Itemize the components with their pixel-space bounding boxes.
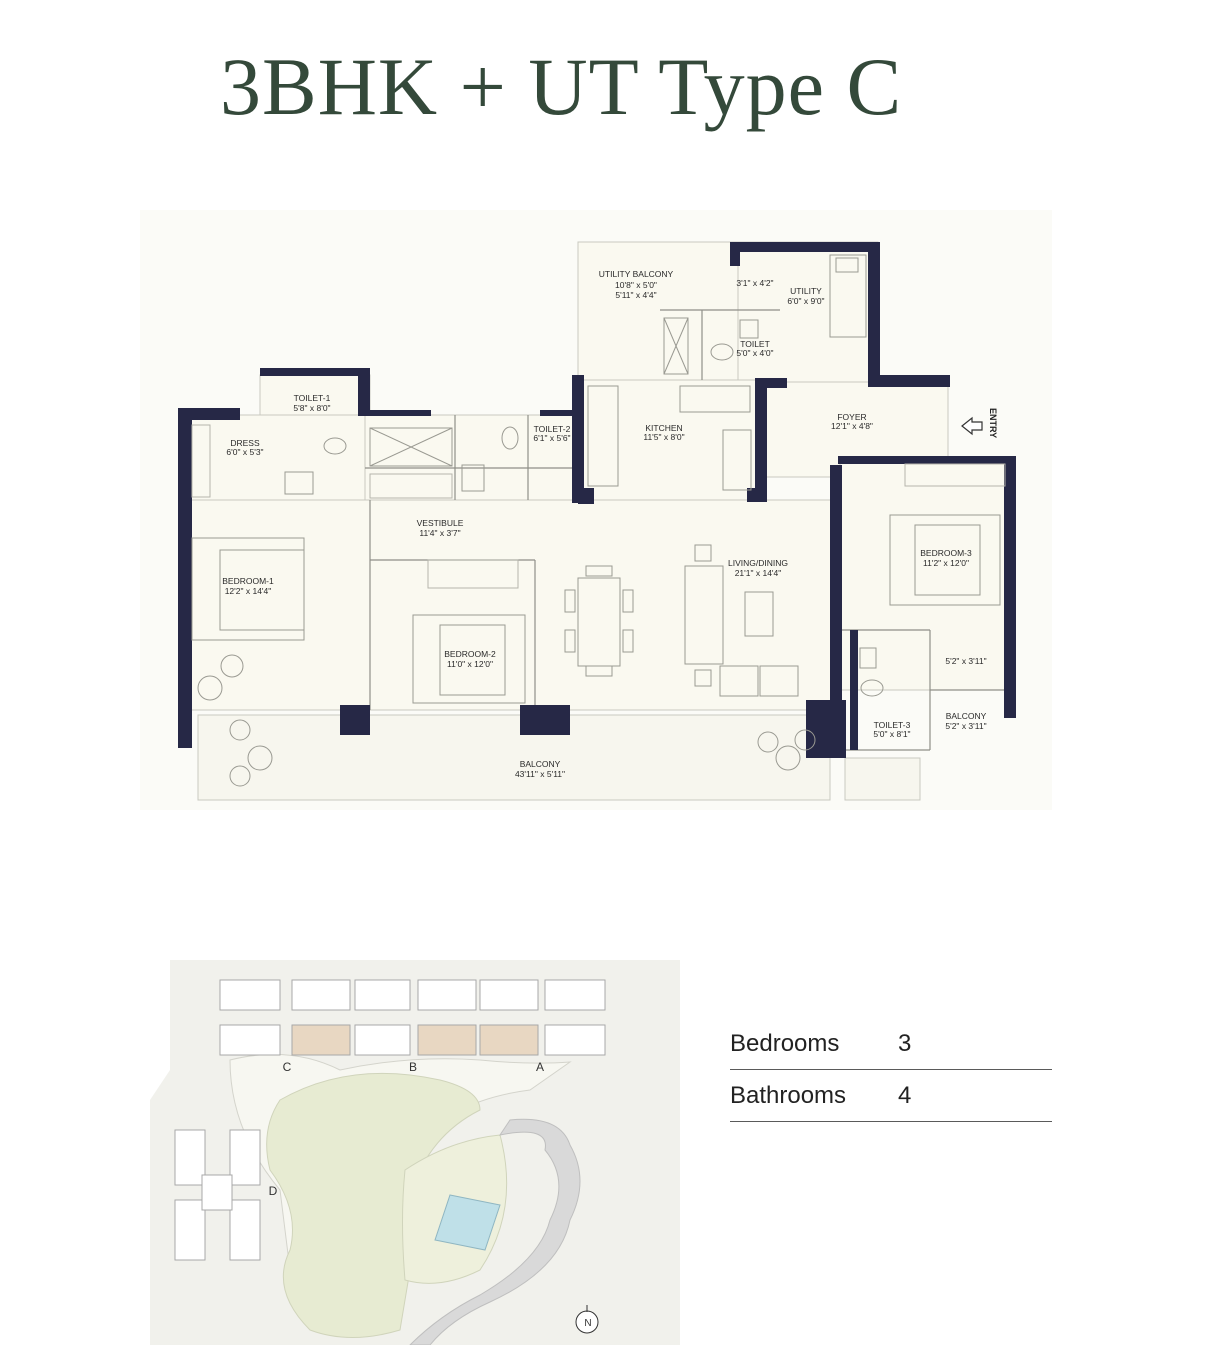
toilet-ut-dim: 5'0" x 4'0" bbox=[736, 348, 773, 358]
tower-d bbox=[174, 1129, 261, 1261]
dress-dim: 6'0" x 5'3" bbox=[226, 447, 263, 457]
summary-value: 4 bbox=[898, 1081, 912, 1109]
furniture bbox=[191, 254, 1006, 787]
toilet-ut-label: TOILET bbox=[740, 339, 770, 349]
pool-icon bbox=[434, 1194, 501, 1251]
living-label: LIVING/DINING bbox=[728, 558, 788, 568]
bedroom-2-dim: 11'0" x 12'0" bbox=[447, 659, 493, 669]
toilet-1-dim: 5'8" x 8'0" bbox=[293, 403, 330, 413]
room-labels: UTILITY BALCONY 10'8" x 5'0" 5'11" x 4'4… bbox=[222, 269, 986, 779]
balcony-small-label: BALCONY bbox=[946, 711, 987, 721]
balcony-main-dim: 43'11" x 5'11" bbox=[515, 769, 565, 779]
north-label: N bbox=[584, 1318, 591, 1329]
bedroom-2-label: BEDROOM-2 bbox=[444, 649, 496, 659]
utility-area bbox=[737, 241, 879, 385]
toilet-2-label: TOILET-2 bbox=[534, 424, 571, 434]
tower-label-c: C bbox=[283, 1060, 292, 1074]
vestibule-label: VESTIBULE bbox=[417, 518, 464, 528]
bedroom-1-dim: 12'2" x 14'4" bbox=[225, 586, 272, 596]
kitchen-dim: 11'5" x 8'0" bbox=[643, 432, 684, 442]
summary-value: 3 bbox=[898, 1029, 912, 1057]
utility-dim: 6'0" x 9'0" bbox=[787, 296, 824, 306]
north-compass-icon: N bbox=[575, 1305, 599, 1334]
toilet-3-label: TOILET-3 bbox=[874, 720, 911, 730]
balcony-main-area bbox=[197, 714, 831, 801]
bedroom-3-dim: 11'2" x 12'0" bbox=[923, 558, 969, 568]
living-area bbox=[189, 499, 841, 711]
wardrobes bbox=[191, 424, 1006, 589]
utility-balcony-dim1: 10'8" x 5'0" bbox=[615, 280, 657, 290]
dress-label: DRESS bbox=[230, 438, 260, 448]
entry-label: ENTRY bbox=[988, 408, 998, 438]
bedroom-3-area bbox=[839, 459, 1016, 691]
toilet-1-label: TOILET-1 bbox=[294, 393, 331, 403]
tower-label-d: D bbox=[269, 1184, 278, 1198]
balcony-main-label: BALCONY bbox=[520, 759, 561, 769]
bedroom-3-label: BEDROOM-3 bbox=[920, 548, 972, 558]
balcony-small-dim: 5'2" x 3'11" bbox=[945, 721, 986, 731]
tower-label-a: A bbox=[536, 1060, 544, 1074]
page-title: 3BHK + UT Type C bbox=[220, 41, 903, 132]
summary-row-bathrooms: Bathrooms 4 bbox=[730, 1070, 1052, 1122]
vestibule-dim: 11'4" x 3'7" bbox=[419, 528, 460, 538]
unit-summary: Bedrooms 3 Bathrooms 4 bbox=[730, 1018, 1052, 1122]
utility-small-dim: 3'1" x 4'2" bbox=[736, 278, 773, 288]
summary-row-bedrooms: Bedrooms 3 bbox=[730, 1018, 1052, 1070]
dress-area bbox=[189, 414, 366, 501]
entry-arrow-icon bbox=[961, 416, 983, 436]
summary-label: Bedrooms bbox=[730, 1029, 840, 1057]
utility-balcony-label: UTILITY BALCONY bbox=[599, 269, 674, 279]
partitions bbox=[365, 309, 1015, 751]
walls bbox=[178, 242, 1016, 758]
foyer-label: FOYER bbox=[837, 412, 866, 422]
utility-label: UTILITY bbox=[790, 286, 822, 296]
site-plan: C B A D N bbox=[150, 950, 682, 1345]
tower-label-b: B bbox=[409, 1060, 417, 1074]
foyer-dim: 12'1" x 4'8" bbox=[831, 421, 873, 431]
balcony-small-area bbox=[844, 757, 921, 801]
toilet-2-dim: 6'1" x 5'6" bbox=[533, 433, 570, 443]
kitchen-label: KITCHEN bbox=[645, 423, 682, 433]
tower-row bbox=[219, 979, 606, 1056]
hardscape bbox=[409, 1118, 581, 1345]
summary-label: Bathrooms bbox=[730, 1081, 847, 1109]
bedroom-1-label: BEDROOM-1 bbox=[222, 576, 274, 586]
living-dim: 21'1" x 14'4" bbox=[735, 568, 782, 578]
floor-plan: UTILITY BALCONY 10'8" x 5'0" 5'11" x 4'4… bbox=[140, 210, 1052, 810]
floor-areas bbox=[189, 241, 1016, 711]
toilet-3-dim: 5'0" x 8'1" bbox=[873, 729, 910, 739]
utility-balcony-area bbox=[577, 241, 739, 383]
utility-balcony-dim2: 5'11" x 4'4" bbox=[615, 290, 656, 300]
passage-dim: 5'2" x 3'11" bbox=[945, 656, 986, 666]
